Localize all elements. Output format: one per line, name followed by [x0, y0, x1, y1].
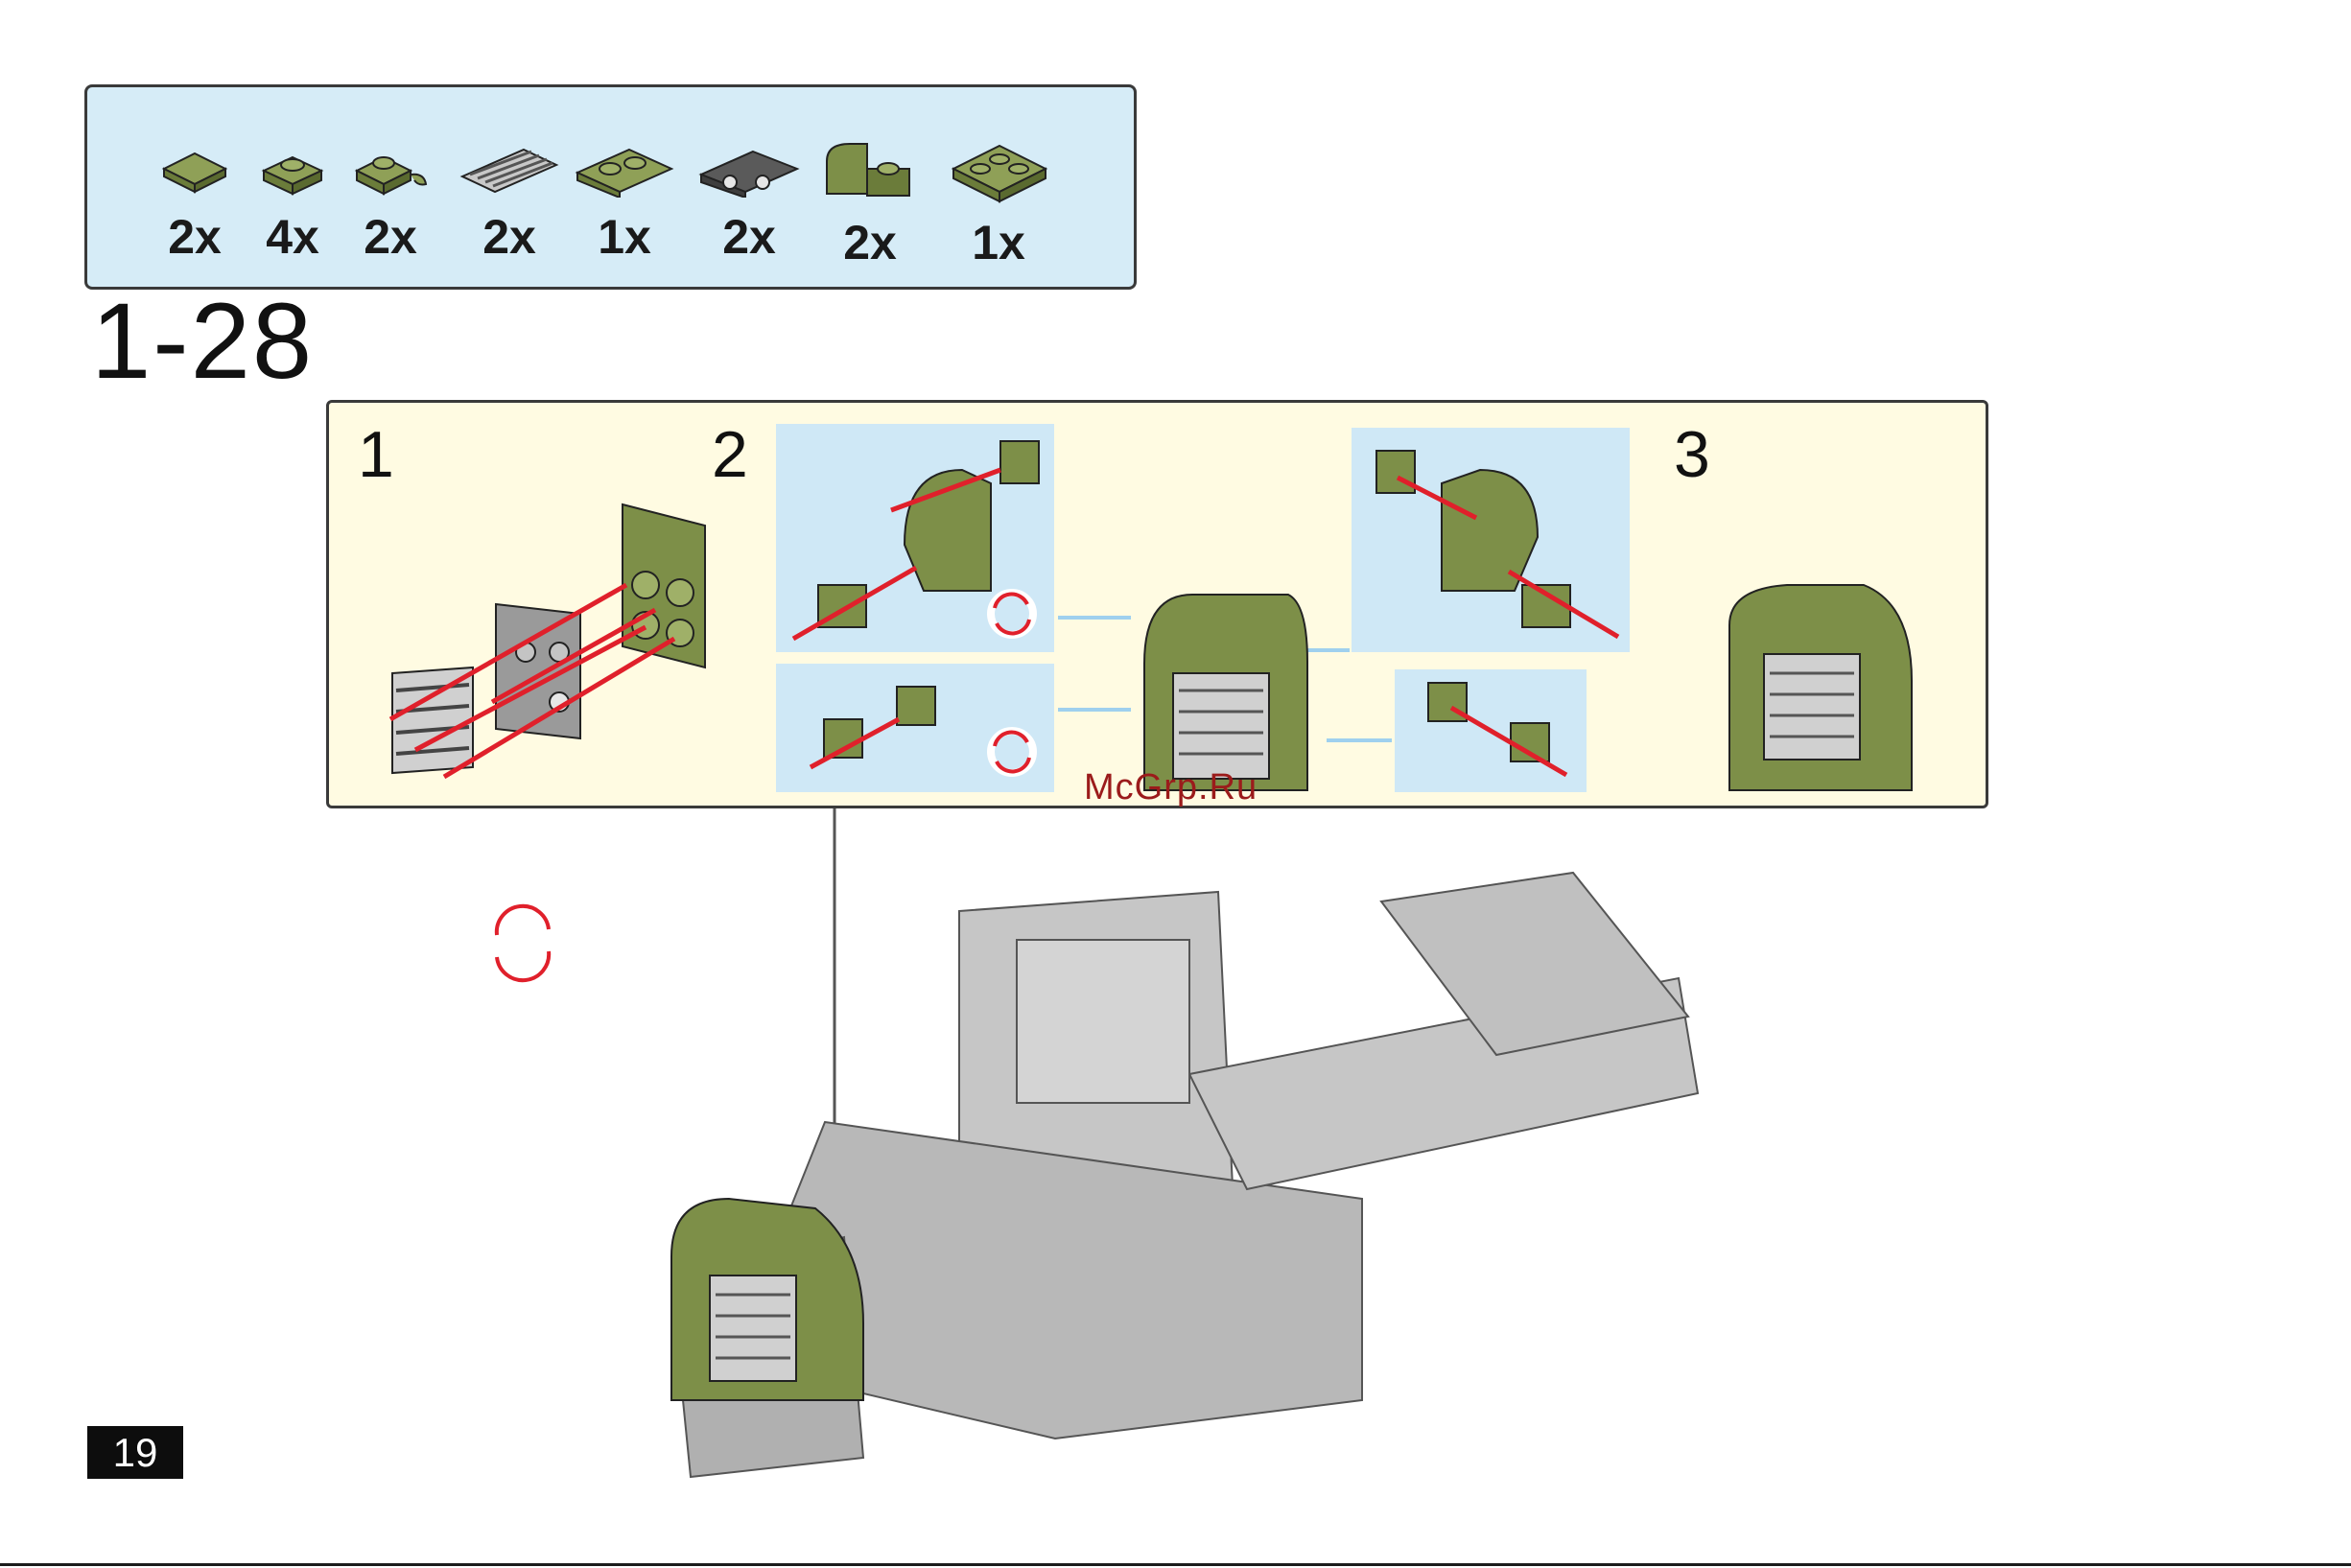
watermark: McGrp.Ru [1084, 767, 1258, 808]
front-grille-icon [671, 1199, 863, 1400]
rotate-icon [497, 906, 549, 980]
bottom-rule [0, 1563, 2351, 1566]
page-number: 19 [87, 1426, 183, 1479]
